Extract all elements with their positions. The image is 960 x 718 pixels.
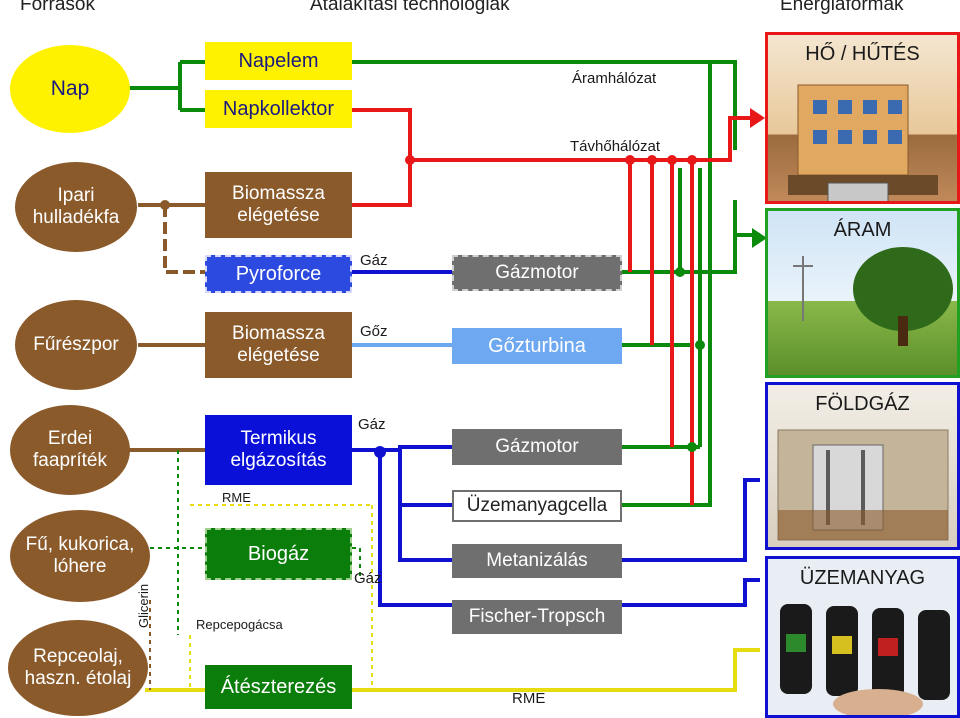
tech-termikus-elgazositas: Termikus elgázosítás (205, 415, 352, 485)
label-rme-2: RME (512, 690, 546, 707)
tech-napkollektor: Napkollektor (205, 90, 352, 128)
label-gaz-1: Gáz (360, 252, 388, 269)
source-fu-kukorica-lohere: Fű, kukorica, lóhere (10, 510, 150, 602)
gasification-lines (352, 445, 452, 607)
label-goz: Gőz (360, 323, 388, 340)
tech-biogaz: Biogáz (205, 528, 352, 580)
grid-nodes (675, 228, 767, 452)
source-erdei-faapritek: Erdei faapríték (10, 405, 130, 495)
header-sources: Források (20, 0, 95, 15)
heat-lines (352, 108, 760, 505)
label-aramhalozat: Áramhálózat (572, 70, 657, 87)
source-connectors (128, 203, 205, 452)
gas-node (374, 446, 386, 458)
output-uzemanyag: ÜZEMANYAG (765, 556, 960, 718)
conv-gazmotor-1: Gázmotor (452, 255, 622, 291)
biodiesel-lines (145, 504, 760, 692)
output-ho-hutes: HŐ / HŰTÉS (765, 32, 960, 204)
label-repcepogacsa: Repcepogácsa (196, 617, 283, 632)
building-illustration (788, 84, 938, 201)
label-gaz-3: Gáz (354, 570, 382, 587)
tree-illustration (793, 247, 953, 346)
output-uzemanyag-title: ÜZEMANYAG (799, 567, 926, 589)
output-ho-hutes-title: HŐ / HŰTÉS (805, 43, 920, 65)
gas-installation-illustration (777, 429, 949, 541)
label-glicerin: Glicerin (136, 583, 151, 628)
output-aram-title: ÁRAM (833, 219, 892, 241)
fuel-pumps-illustration (780, 604, 950, 715)
source-fureszpor: Fűrészpor (15, 300, 137, 390)
solar-connectors (128, 60, 205, 112)
tech-biomassza-elegetese-1: Biomassza elégetése (205, 172, 352, 238)
tech-napelem: Napelem (205, 42, 352, 80)
label-tavhohalozat: Távhőhálózat (570, 138, 661, 155)
output-aram: ÁRAM (765, 208, 960, 378)
output-foldgaz-title: FÖLDGÁZ (815, 393, 910, 415)
conv-gazmotor-2: Gázmotor (452, 429, 622, 465)
header-energy-forms: Energiaformák (780, 0, 904, 15)
tech-ateszterezes: Átészterezés (205, 665, 352, 709)
label-gaz-2: Gáz (358, 416, 386, 433)
label-rme-1: RME (222, 490, 251, 505)
conv-gozturbina: Gőzturbina (452, 328, 622, 364)
header-technologies: Átalakítási technológiák (310, 0, 510, 15)
source-nap: Nap (10, 45, 130, 133)
conv-metanizalas: Metanizálás (452, 544, 622, 578)
source-ipari-hulladekfa: Ipari hulladékfa (15, 162, 137, 252)
biogas-lines (150, 450, 361, 635)
source-arrow-nodes (160, 200, 170, 210)
source-repceolaj: Repceolaj, haszn. étolaj (8, 620, 148, 716)
tech-biomassza-elegetese-2: Biomassza elégetése (205, 312, 352, 378)
heat-line-nodes (405, 108, 765, 165)
conv-fischer-tropsch: Fischer-Tropsch (452, 600, 622, 634)
tech-pyroforce: Pyroforce (205, 255, 352, 293)
output-foldgaz: FÖLDGÁZ (765, 382, 960, 550)
conv-uzemanyagcella: Üzemanyagcella (452, 490, 622, 522)
fuel-lines (622, 478, 760, 607)
